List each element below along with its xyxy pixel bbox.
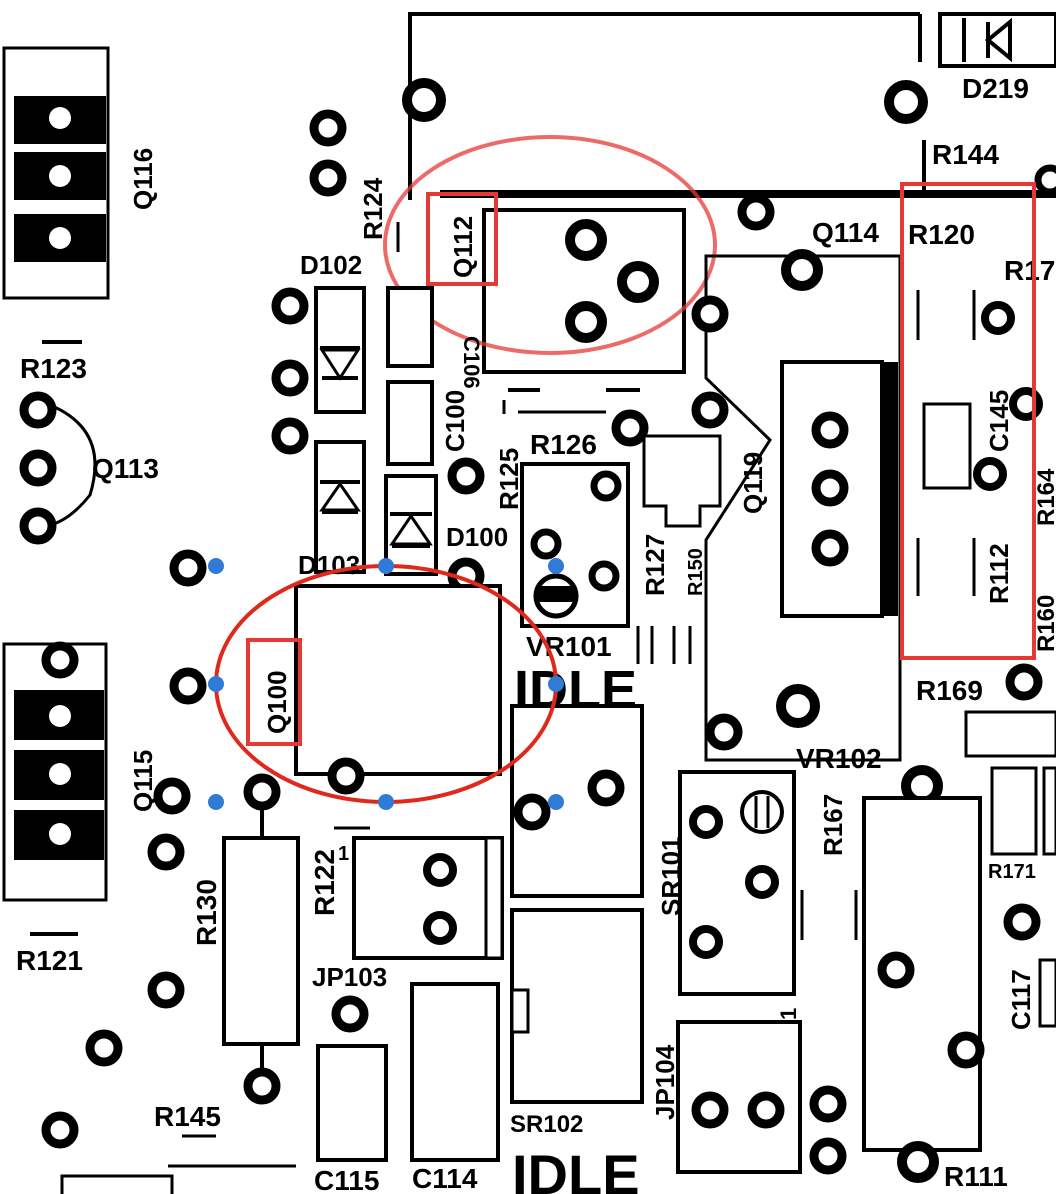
q112-label: Q112: [448, 216, 478, 278]
r171-label: R171: [988, 861, 1036, 883]
q114-label: Q114: [812, 217, 879, 248]
jp103-label: JP103: [312, 962, 387, 992]
q119-label: Q119: [738, 452, 768, 514]
q100-label: Q100: [262, 670, 292, 734]
r112-label: R112: [984, 543, 1014, 604]
r120-area-components: [916, 290, 1043, 596]
c114-label: C114: [412, 1163, 478, 1194]
q115-component: [2, 641, 108, 902]
r124-label: R124: [358, 177, 388, 240]
r121-label: R121: [16, 945, 83, 976]
c100-label: C100: [440, 390, 470, 452]
q100-highlight-box: [246, 638, 302, 746]
d103-label: D103: [298, 550, 360, 580]
r167-label: R167: [818, 794, 848, 856]
selection-handle-left[interactable]: [208, 676, 224, 692]
r150-label: R150: [685, 548, 707, 596]
r160-label: R160: [1033, 595, 1056, 652]
q115-label: Q115: [128, 750, 158, 812]
c145-label: C145: [984, 390, 1014, 452]
pin1-b-label: 1: [776, 1008, 801, 1020]
q113-component: [19, 391, 97, 545]
r130-label: R130: [191, 879, 222, 946]
r120-label: R120: [908, 219, 975, 250]
selection-handle-bottom[interactable]: [378, 794, 394, 810]
d102-label: D102: [300, 250, 362, 280]
r111-label: R111: [944, 1161, 1008, 1192]
q100-component: [294, 584, 502, 795]
q116-component: [2, 46, 110, 300]
pin1-a-label: 1: [338, 843, 349, 865]
selection-handle-top-left[interactable]: [208, 558, 224, 574]
sr101-label: SR101: [656, 837, 686, 917]
selection-handle-top-right[interactable]: [548, 558, 564, 574]
r122-label: R122: [309, 849, 340, 916]
q112-circle-annotation: [383, 135, 717, 355]
r120-highlight-box: [900, 182, 1036, 660]
r164-label: R164: [1033, 468, 1056, 526]
r127-label: R127: [640, 534, 670, 596]
idle-bottom-label: IDLE: [512, 1143, 640, 1194]
d102-component: [314, 286, 366, 414]
r144-label: R144: [932, 139, 999, 170]
selection-handle-right[interactable]: [548, 676, 564, 692]
d100-label: D100: [446, 522, 508, 552]
q119-component: [780, 360, 898, 618]
selection-handle-top[interactable]: [378, 558, 394, 574]
selection-handle-bottom-right[interactable]: [548, 794, 564, 810]
r126-label: R126: [530, 429, 597, 460]
r125-label: R125: [494, 448, 524, 510]
r169-label: R169: [916, 675, 983, 706]
r17-label: R17: [1004, 255, 1055, 286]
q116-label: Q116: [128, 148, 158, 210]
left-pads: [41, 109, 347, 1149]
vr101-component: [520, 462, 630, 628]
sr102-label: SR102: [510, 1111, 583, 1138]
vr102-label: VR102: [796, 743, 882, 774]
jp104-label: JP104: [650, 1044, 680, 1120]
c115-label: C115: [314, 1165, 379, 1194]
d103-component: [314, 440, 366, 574]
d100-component: [384, 474, 438, 576]
c106-label: C106: [459, 336, 484, 389]
r123-label: R123: [20, 353, 87, 384]
q112-component: [482, 208, 686, 392]
q112-highlight-box: [426, 192, 498, 286]
selection-handle-bottom-left[interactable]: [208, 794, 224, 810]
c117-label: C117: [1006, 969, 1036, 1030]
d219-label: D219: [962, 73, 1029, 104]
selection-handles[interactable]: [208, 558, 564, 810]
d219-component: [938, 12, 1056, 68]
r145-label: R145: [154, 1101, 221, 1132]
q113-label: Q113: [92, 453, 159, 484]
